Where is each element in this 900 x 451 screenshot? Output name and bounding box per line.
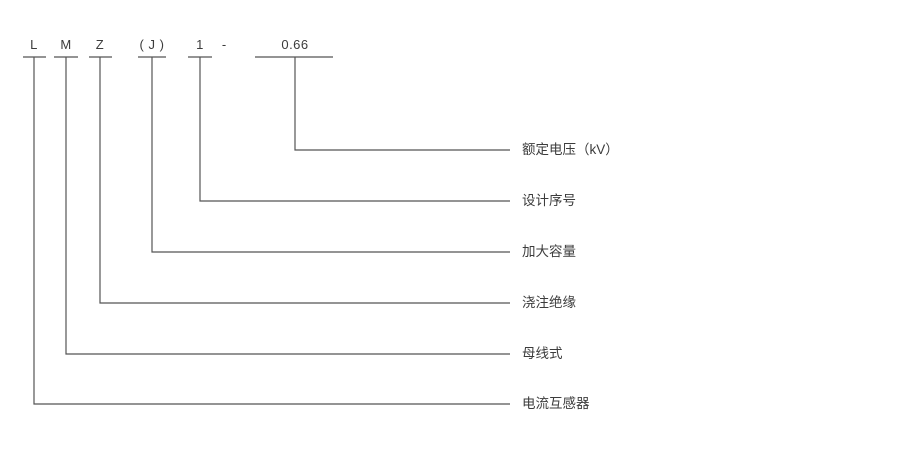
- code-segment-l: L: [30, 37, 38, 52]
- leader-line-design-serial: [199, 57, 510, 202]
- leader-line-enlarged-capacity: [151, 57, 510, 253]
- code-segment-j: ( J ): [139, 37, 165, 52]
- leader-line-rated-voltage: [294, 57, 510, 151]
- description-label-current-transformer: 电流互感器: [522, 396, 590, 411]
- code-segment-066: 0.66: [281, 37, 309, 52]
- code-segment-z: Z: [95, 37, 105, 52]
- code-separator-hyphen: -: [221, 37, 227, 52]
- leader-line-cast-insulation: [99, 57, 510, 304]
- leader-line-busbar-type: [65, 57, 510, 355]
- code-segment-m: M: [60, 37, 72, 52]
- description-label-rated-voltage: 额定电压（kV）: [522, 142, 619, 157]
- code-segment-1: 1: [196, 37, 204, 52]
- description-label-busbar-type: 母线式: [522, 346, 563, 361]
- description-label-design-serial: 设计序号: [522, 193, 576, 208]
- leader-line-group: [33, 57, 510, 405]
- leader-line-current-transformer: [33, 57, 510, 405]
- description-label-enlarged-capacity: 加大容量: [522, 244, 576, 259]
- description-label-cast-insulation: 浇注绝缘: [522, 295, 576, 310]
